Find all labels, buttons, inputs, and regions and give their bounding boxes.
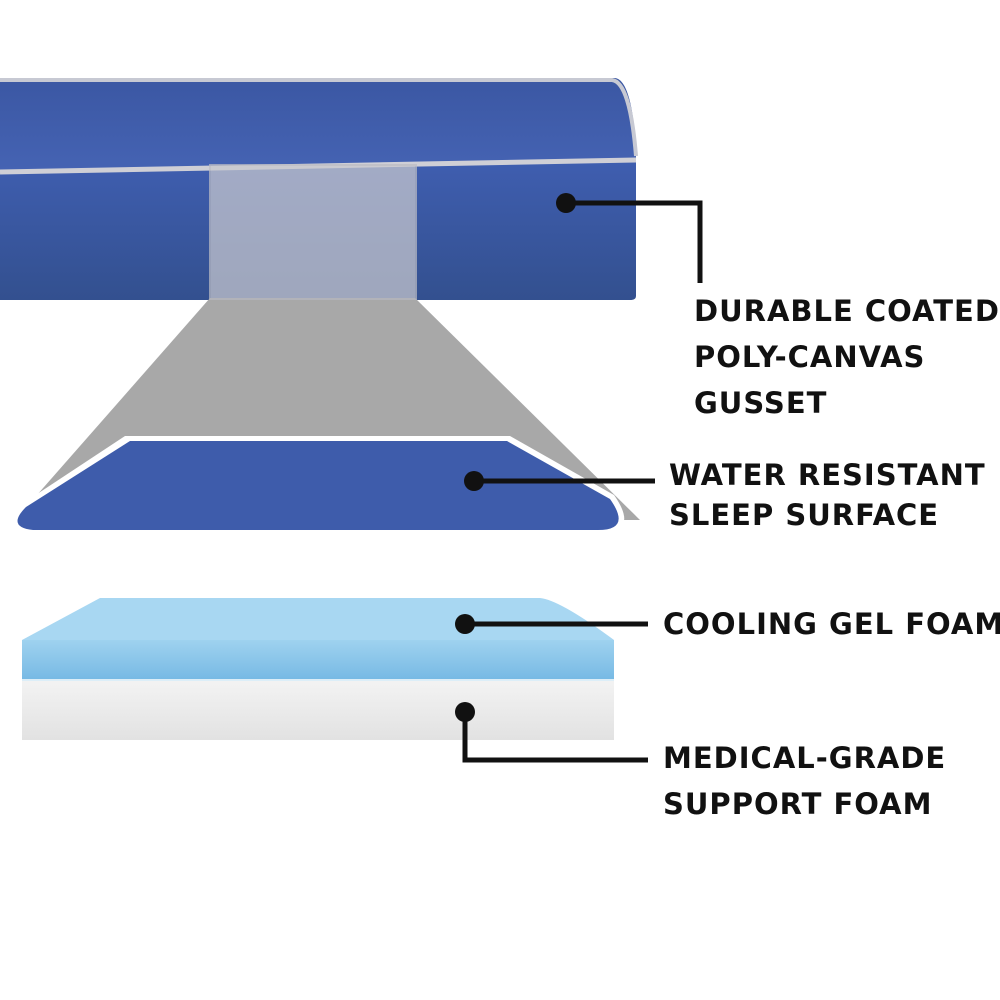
label-sleep-surface: WATER RESISTANT SLEEP SURFACE — [669, 455, 986, 535]
cover-piping-top — [0, 78, 638, 157]
label-line: GUSSET — [694, 386, 828, 420]
swatch-fabric — [17, 441, 619, 530]
callout-support-foam — [455, 702, 648, 763]
label-line: WATER RESISTANT — [669, 458, 986, 492]
label-support-foam: MEDICAL-GRADE SUPPORT FOAM — [663, 735, 946, 827]
gel-foam-top — [22, 598, 614, 648]
label-gel-foam: COOLING GEL FOAM — [663, 601, 1000, 647]
support-foam-layer — [22, 680, 614, 740]
label-line: MEDICAL-GRADE — [663, 741, 947, 775]
label-gusset: DURABLE COATED POLY-CANVAS GUSSET — [694, 288, 1000, 426]
label-line: SUPPORT FOAM — [663, 787, 933, 821]
gel-foam-layer — [22, 640, 614, 680]
label-line: SLEEP SURFACE — [669, 498, 940, 532]
label-line: DURABLE COATED — [694, 294, 1000, 328]
label-line: COOLING GEL FOAM — [663, 607, 1000, 641]
callout-gel-foam — [455, 614, 648, 634]
foam-block — [22, 598, 614, 740]
callout-sleep-surface — [464, 471, 655, 491]
callout-line — [566, 200, 703, 283]
magnifier-window — [209, 164, 417, 300]
callout-line — [462, 712, 648, 763]
callout-gusset — [556, 193, 703, 283]
sleep-surface-swatch — [12, 436, 625, 534]
label-line: POLY-CANVAS — [694, 340, 926, 374]
cover-top-surface — [0, 78, 636, 170]
